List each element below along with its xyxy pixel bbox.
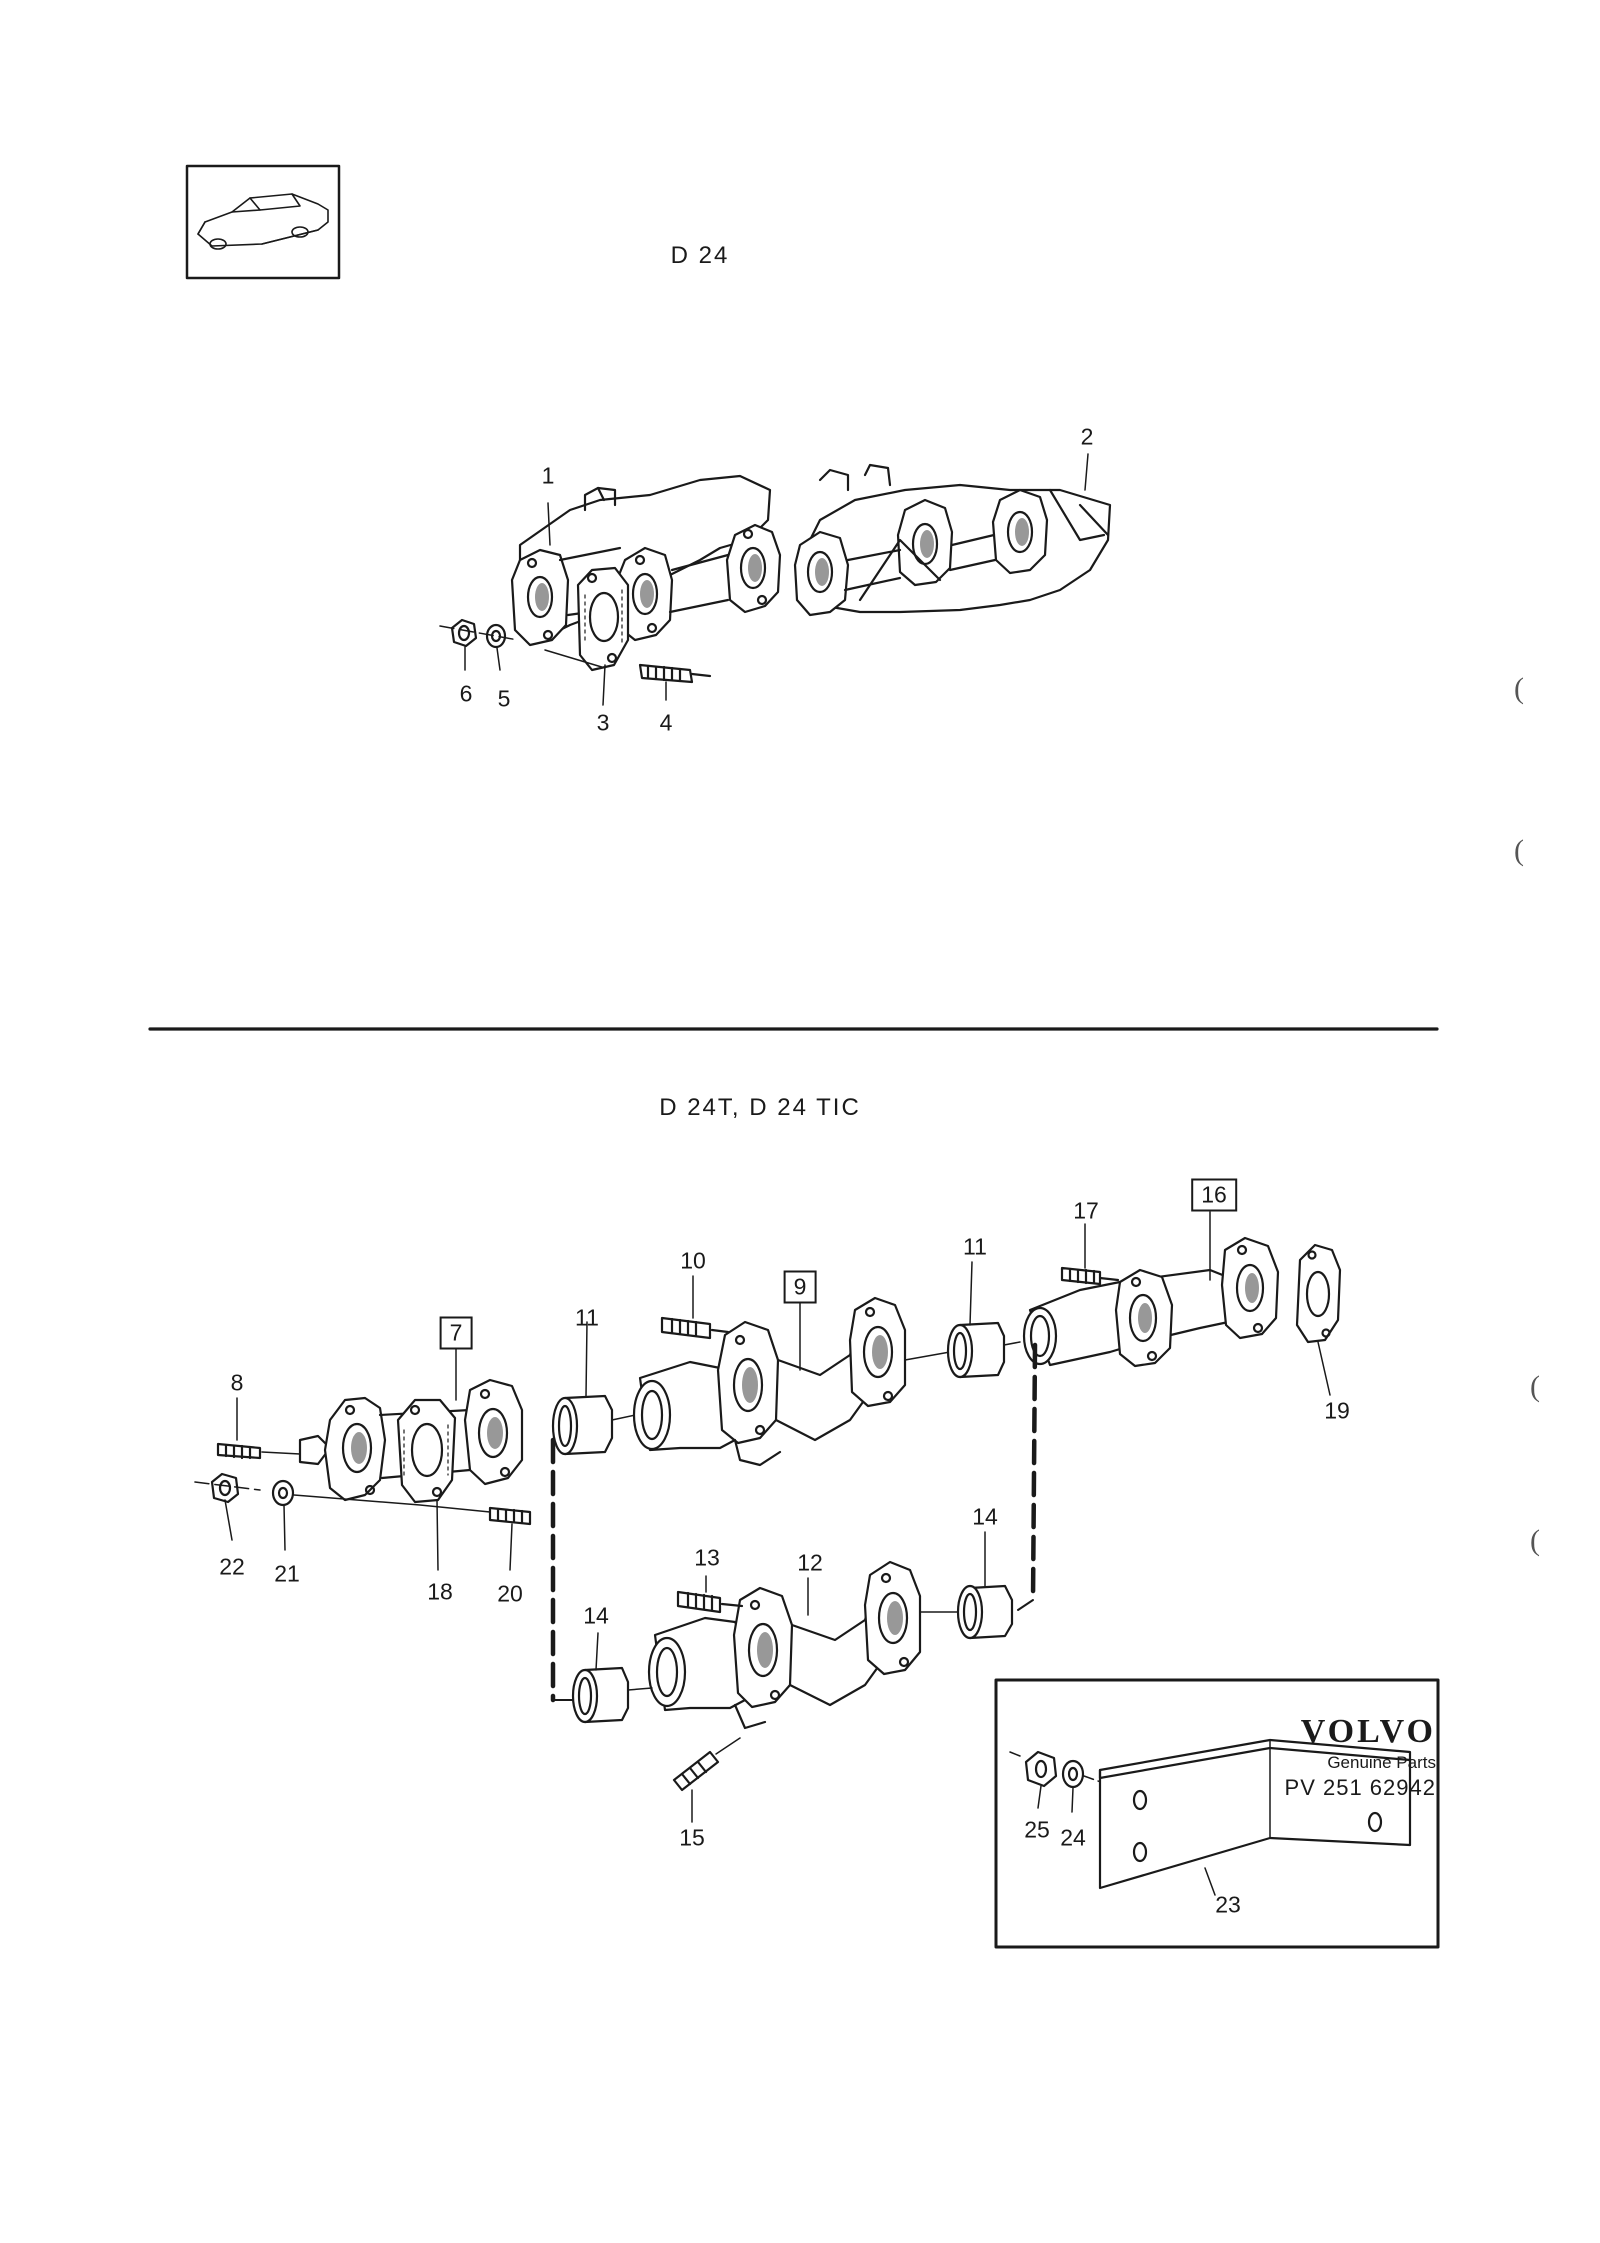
callout-10: 10 bbox=[680, 1247, 706, 1274]
stud-8 bbox=[216, 1442, 262, 1460]
washer-24 bbox=[1061, 1759, 1085, 1789]
stud-13 bbox=[676, 1590, 744, 1614]
washer-5 bbox=[485, 623, 507, 649]
exhaust-pipe-12 bbox=[647, 1560, 922, 1730]
nut-25 bbox=[1024, 1750, 1058, 1788]
sedan-car-icon bbox=[197, 193, 329, 250]
exhaust-pipe-9 bbox=[632, 1296, 907, 1467]
manifold-rear-section bbox=[793, 463, 1112, 617]
callout-3: 3 bbox=[596, 709, 610, 736]
stud-20 bbox=[488, 1506, 532, 1526]
gasket-18 bbox=[396, 1398, 457, 1504]
callout-18: 18 bbox=[427, 1578, 453, 1605]
stud-4 bbox=[638, 663, 712, 684]
exhaust-pipe-16 bbox=[1022, 1236, 1280, 1368]
brand-logo: VOLVO bbox=[1300, 1713, 1436, 1750]
nut-22 bbox=[210, 1472, 240, 1504]
callout-9: 9 bbox=[783, 1270, 817, 1304]
stud-17 bbox=[1060, 1266, 1120, 1286]
nut-6 bbox=[450, 618, 478, 648]
callout-23: 23 bbox=[1215, 1891, 1241, 1918]
d24-diagram bbox=[439, 453, 1112, 706]
callout-24: 24 bbox=[1060, 1824, 1086, 1851]
callout-11-right: 11 bbox=[963, 1233, 987, 1260]
bracket-inset bbox=[994, 1678, 1440, 1949]
callout-5: 5 bbox=[497, 685, 511, 712]
margin-mark-2: ( bbox=[1514, 834, 1524, 867]
margin-mark-4: ( bbox=[1530, 1524, 1540, 1557]
sleeve-14-left bbox=[571, 1666, 630, 1724]
callout-17: 17 bbox=[1073, 1197, 1099, 1224]
stud-15 bbox=[672, 1737, 741, 1792]
callout-13: 13 bbox=[694, 1544, 720, 1571]
callout-14-right: 14 bbox=[972, 1503, 998, 1530]
sleeve-11-left bbox=[551, 1394, 614, 1456]
d24t-diagram bbox=[194, 1211, 1342, 1823]
callout-12: 12 bbox=[797, 1549, 823, 1576]
bracket-23 bbox=[1098, 1738, 1412, 1890]
stud-10 bbox=[660, 1316, 730, 1340]
callout-14-left: 14 bbox=[583, 1602, 609, 1629]
callout-4: 4 bbox=[659, 709, 673, 736]
callout-1: 1 bbox=[541, 462, 555, 489]
callout-22: 22 bbox=[219, 1553, 245, 1580]
section-title-d24: D 24 bbox=[670, 242, 730, 269]
callout-16: 16 bbox=[1191, 1178, 1237, 1212]
vehicle-thumbnail bbox=[185, 164, 341, 280]
margin-mark-1: ( bbox=[1514, 672, 1524, 705]
callout-2: 2 bbox=[1080, 423, 1094, 450]
callout-7: 7 bbox=[439, 1316, 473, 1350]
brand-subtitle: Genuine Parts bbox=[1327, 1753, 1436, 1772]
callout-6: 6 bbox=[459, 680, 473, 707]
callout-11-left: 11 bbox=[575, 1304, 599, 1331]
exhaust-pipe-7 bbox=[298, 1378, 524, 1502]
callout-15: 15 bbox=[679, 1824, 705, 1851]
part-catalog-code: PV 251 62942 bbox=[1284, 1775, 1436, 1800]
washer-21 bbox=[271, 1479, 295, 1507]
manifold-front-section bbox=[510, 474, 782, 647]
gasket-3 bbox=[576, 566, 630, 672]
sleeve-14-right bbox=[956, 1584, 1014, 1640]
brand-block: VOLVO Genuine Parts PV 251 62942 bbox=[1285, 1715, 1436, 1801]
margin-mark-3: ( bbox=[1530, 1370, 1540, 1403]
sleeve-11-right bbox=[946, 1321, 1006, 1379]
callout-8: 8 bbox=[230, 1369, 244, 1396]
callout-20: 20 bbox=[497, 1580, 523, 1607]
callout-19: 19 bbox=[1324, 1397, 1350, 1424]
callout-25: 25 bbox=[1024, 1816, 1050, 1843]
callout-21: 21 bbox=[274, 1560, 300, 1587]
gasket-19 bbox=[1295, 1243, 1342, 1344]
section-title-d24t: D 24T, D 24 TIC bbox=[659, 1094, 861, 1121]
